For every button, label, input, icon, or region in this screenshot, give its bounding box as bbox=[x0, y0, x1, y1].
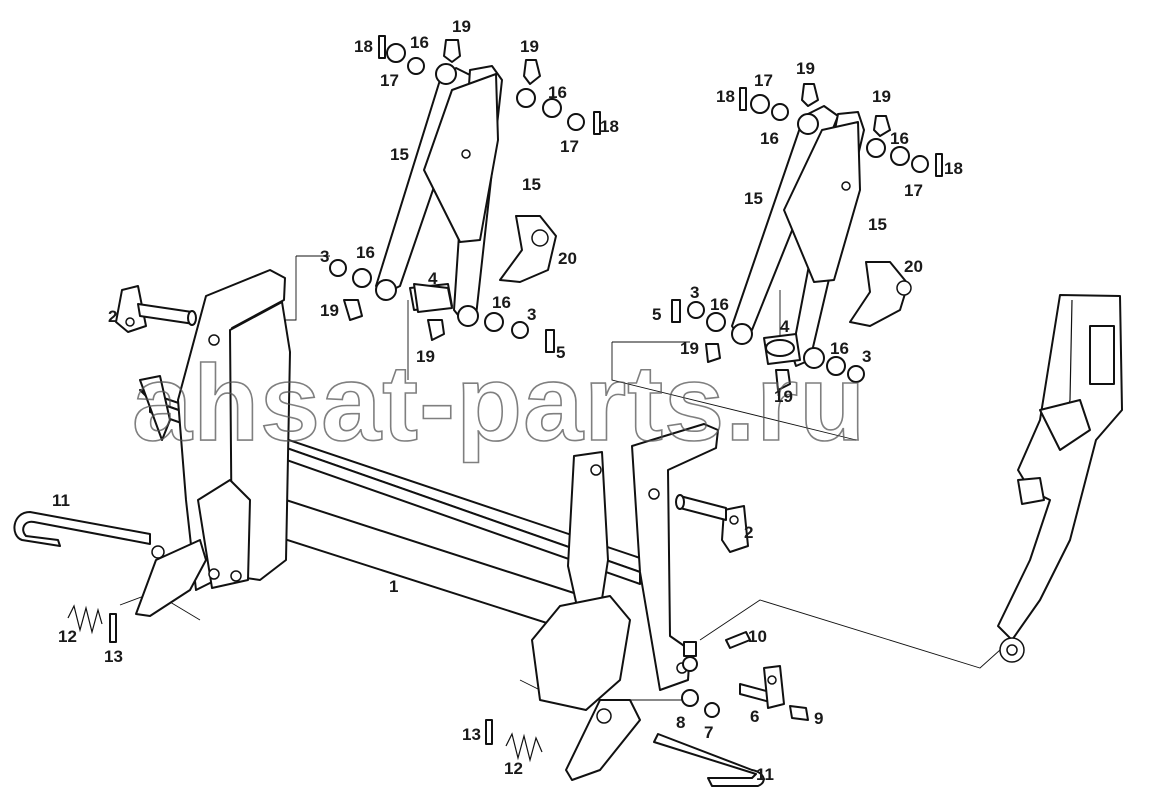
part-label-5: 5 bbox=[556, 343, 565, 362]
part-label-20: 20 bbox=[904, 257, 923, 276]
spring-left bbox=[67, 604, 117, 643]
part-label-18: 18 bbox=[716, 87, 735, 106]
part-label-4: 4 bbox=[428, 269, 438, 288]
bushing-left bbox=[413, 283, 453, 313]
part-label-18: 18 bbox=[600, 117, 619, 136]
part-label-16: 16 bbox=[548, 83, 567, 102]
part-label-3: 3 bbox=[320, 247, 329, 266]
part-label-4: 4 bbox=[780, 317, 790, 336]
part-label-13: 13 bbox=[104, 647, 123, 666]
part-label-17: 17 bbox=[754, 71, 773, 90]
part-label-19: 19 bbox=[872, 87, 891, 106]
part-label-17: 17 bbox=[380, 71, 399, 90]
part-label-15: 15 bbox=[522, 175, 541, 194]
part-label-19: 19 bbox=[452, 17, 471, 36]
part-label-10: 10 bbox=[748, 627, 767, 646]
part-label-13: 13 bbox=[462, 725, 481, 744]
part-label-19: 19 bbox=[520, 37, 539, 56]
part-label-19: 19 bbox=[416, 347, 435, 366]
part-label-3: 3 bbox=[690, 283, 699, 302]
part-label-16: 16 bbox=[492, 293, 511, 312]
handle-right bbox=[653, 733, 765, 787]
part-labels: 1 2 2 3 3 3 3 4 4 5 5 6 7 8 9 10 11 11 1… bbox=[52, 17, 963, 784]
left-link-assembly bbox=[329, 35, 601, 353]
right-bracket bbox=[531, 423, 719, 781]
part-label-9: 9 bbox=[814, 709, 823, 728]
part-label-16: 16 bbox=[890, 129, 909, 148]
part-label-1: 1 bbox=[389, 577, 398, 596]
part-label-8: 8 bbox=[676, 713, 685, 732]
part-label-5: 5 bbox=[652, 305, 661, 324]
part-label-20: 20 bbox=[558, 249, 577, 268]
part-label-11: 11 bbox=[756, 765, 774, 784]
watermark: ahsat-parts.ru bbox=[132, 342, 866, 463]
part-label-17: 17 bbox=[560, 137, 579, 156]
part-label-16: 16 bbox=[356, 243, 375, 262]
part-label-3: 3 bbox=[862, 347, 871, 366]
part-label-11: 11 bbox=[52, 491, 70, 510]
part-label-16: 16 bbox=[710, 295, 729, 314]
part-label-6: 6 bbox=[750, 707, 759, 726]
part-label-16: 16 bbox=[830, 339, 849, 358]
part-label-15: 15 bbox=[390, 145, 409, 164]
spring-right bbox=[485, 719, 543, 763]
small-hardware bbox=[681, 631, 809, 721]
part-label-19: 19 bbox=[320, 301, 339, 320]
part-label-2: 2 bbox=[744, 523, 753, 542]
part-label-16: 16 bbox=[410, 33, 429, 52]
part-label-19: 19 bbox=[796, 59, 815, 78]
loader-arm bbox=[997, 294, 1123, 663]
part-label-18: 18 bbox=[354, 37, 373, 56]
right-link-assembly bbox=[671, 83, 943, 391]
part-label-15: 15 bbox=[744, 189, 763, 208]
pin-left bbox=[115, 285, 197, 333]
part-label-2: 2 bbox=[108, 307, 117, 326]
part-label-19: 19 bbox=[774, 387, 793, 406]
part-label-3: 3 bbox=[527, 305, 536, 324]
part-label-7: 7 bbox=[704, 723, 713, 742]
part-label-15: 15 bbox=[868, 215, 887, 234]
part-label-12: 12 bbox=[504, 759, 523, 778]
handle-left bbox=[13, 511, 151, 547]
part-label-19: 19 bbox=[680, 339, 699, 358]
pin-right bbox=[675, 494, 749, 553]
part-label-16: 16 bbox=[760, 129, 779, 148]
part-label-18: 18 bbox=[944, 159, 963, 178]
part-label-12: 12 bbox=[58, 627, 77, 646]
part-label-17: 17 bbox=[904, 181, 923, 200]
left-bracket bbox=[135, 269, 291, 617]
